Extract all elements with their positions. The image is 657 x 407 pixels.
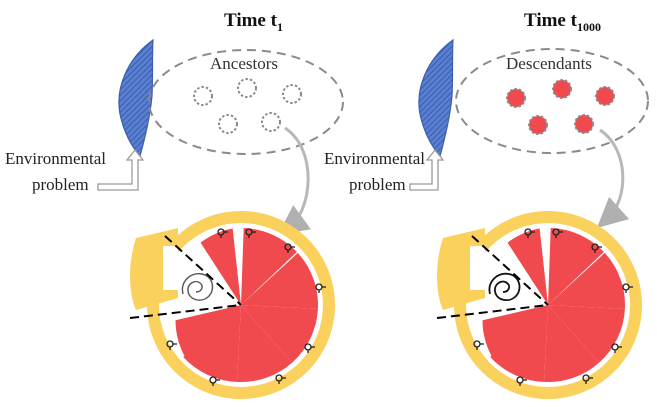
cell (282, 84, 302, 104)
cell (218, 114, 238, 134)
environment-barrier-shape (418, 38, 454, 158)
cut-line (129, 304, 242, 319)
panel-time-t1000: Time t1000 Descendants Environmental pro… (324, 10, 649, 399)
problem-arrow (97, 148, 145, 191)
cell-cross-section (129, 211, 335, 399)
cell (595, 86, 615, 106)
problem-label-line1: Environmental (5, 149, 106, 168)
spiral-icon (181, 273, 214, 301)
cut-line (471, 235, 549, 306)
panel-title: Time t1000 (524, 10, 601, 34)
zoom-arrow (596, 128, 630, 229)
problem-arrow (409, 148, 445, 191)
bacteriophage-icon (304, 343, 315, 353)
group-label: Descendants (506, 54, 592, 73)
bacteriophage-icon (611, 343, 622, 353)
cut-line (436, 304, 549, 319)
cell (552, 79, 572, 99)
zoom-arrow (277, 126, 311, 235)
problem-label-line2: problem (349, 175, 406, 194)
panel-title: Time t1 (224, 10, 283, 34)
cell (193, 86, 213, 106)
bacteriophage-icons (473, 228, 633, 386)
bacteriophage-icon (524, 228, 535, 238)
bacteriophage-icon (552, 228, 563, 238)
group-label: Ancestors (210, 54, 278, 73)
bacteriophage-icon (209, 376, 220, 386)
bacteriophage-icon (582, 374, 593, 384)
descendant-cells (506, 79, 615, 135)
cell (261, 112, 281, 132)
spiral-icon (488, 272, 521, 302)
problem-label-line1: Environmental (324, 149, 425, 168)
bacteriophage-icon (622, 283, 633, 293)
bacteriophage-icon (591, 243, 602, 253)
population-oval (148, 49, 344, 155)
cytoplasm-slices (482, 228, 625, 382)
bacteriophage-icon (217, 228, 228, 238)
cell (528, 115, 548, 135)
bacteriophage-icon (275, 374, 286, 384)
bacteriophage-icon (516, 376, 527, 386)
bacteriophage-icon (315, 283, 326, 293)
bacteriophage-icons (166, 228, 326, 386)
ancestor-cells (193, 78, 302, 134)
cell (237, 78, 257, 98)
environment-barrier-shape (118, 38, 154, 158)
cell-cross-section (436, 211, 642, 399)
cut-line (164, 235, 242, 306)
cell (574, 114, 594, 134)
cell (506, 88, 526, 108)
bacteriophage-icon (284, 243, 295, 253)
panel-time-t1: Time t1 Ancestors Environmental problem (5, 10, 344, 399)
bacteriophage-icon (245, 228, 256, 238)
problem-label-line2: problem (32, 175, 89, 194)
bacteriophage-icon (473, 340, 484, 350)
cytoplasm-slices (175, 228, 318, 382)
population-oval (455, 48, 649, 154)
bacteriophage-icon (166, 340, 177, 350)
